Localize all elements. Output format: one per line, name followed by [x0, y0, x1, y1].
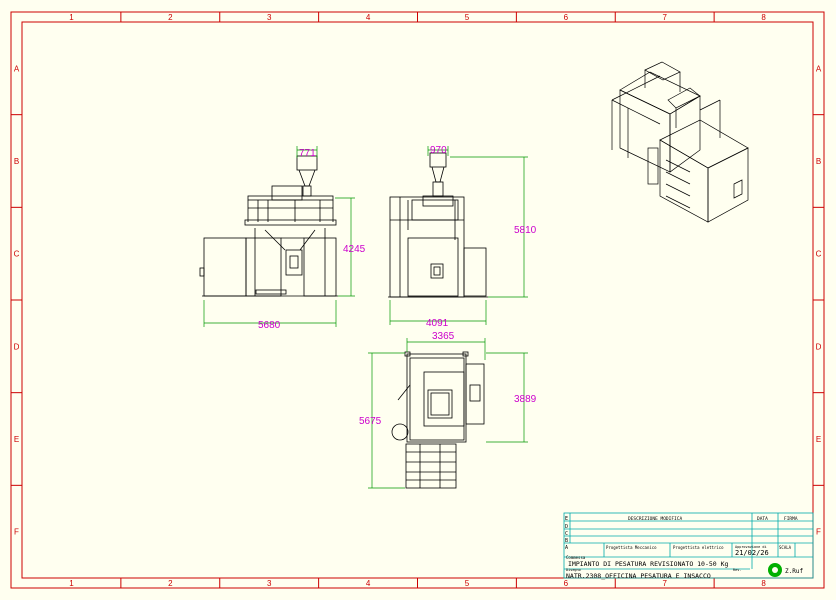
rev-letter-a: A	[565, 545, 568, 551]
side-dimensions	[389, 146, 528, 325]
title-block	[563, 512, 814, 579]
company-logo: Z.Ruf	[768, 563, 803, 577]
dim-front-width: 5680	[258, 320, 281, 331]
isometric-view	[611, 61, 749, 223]
grid-row-label-right: E	[816, 435, 821, 444]
grid-col-label-bottom: 8	[761, 579, 766, 588]
grid-col-label-bottom: 2	[168, 579, 173, 588]
label-scale: SCALA	[779, 545, 792, 550]
grid-col-label-top: 6	[564, 13, 569, 22]
grid-row-label-left: F	[14, 528, 19, 537]
dim-top-height-right: 3889	[514, 394, 537, 405]
grid-col-label-top: 7	[662, 13, 667, 22]
label-approval: Approvazione di	[735, 545, 767, 549]
label-client: Commessa	[566, 555, 586, 560]
label-electrical: Progettista elettrico	[673, 545, 724, 550]
dim-front-hopper: 771	[299, 148, 316, 159]
header-date: DATA	[757, 516, 768, 522]
logo-text: Z.Ruf	[785, 568, 803, 575]
grid-col-label-top: 8	[761, 13, 766, 22]
dim-front-height: 4245	[343, 244, 366, 255]
dim-side-width: 4091	[426, 318, 449, 329]
label-rev: Rev.	[733, 568, 741, 572]
drawing-number: NATR.2308_OFFICINA PESATURA E INSACCO	[566, 572, 711, 580]
grid-row-label-left: C	[14, 250, 20, 259]
front-dimensions	[203, 146, 355, 327]
grid-row-label-right: F	[816, 528, 821, 537]
grid-row-label-left: A	[14, 64, 20, 73]
grid-ticks	[11, 12, 824, 588]
header-description: DESCRIZIONE MODIFICA	[628, 516, 682, 522]
grid-col-label-top: 1	[69, 13, 74, 22]
dim-top-height-left: 5675	[359, 416, 382, 427]
grid-col-label-bottom: 1	[69, 579, 74, 588]
header-sign: FIRMA	[784, 516, 798, 522]
rev-letter-b: B	[565, 538, 568, 544]
top-view	[391, 351, 485, 489]
grid-row-label-left: E	[14, 435, 19, 444]
grid-row-label-left: B	[14, 157, 19, 166]
grid-col-label-bottom: 6	[564, 579, 569, 588]
revision-letters: E D C B A	[565, 516, 568, 551]
grid-row-label-right: A	[816, 64, 822, 73]
grid-col-label-bottom: 7	[662, 579, 667, 588]
rev-letter-c: C	[565, 531, 568, 537]
rev-letter-e: E	[565, 516, 568, 522]
grid-row-label-right: B	[816, 157, 821, 166]
top-dimensions	[368, 338, 528, 489]
sheet-border	[10, 11, 825, 589]
grid-col-label-bottom: 3	[267, 579, 272, 588]
drawing-date: 21/02/26	[735, 549, 769, 557]
front-view	[199, 155, 338, 297]
side-view	[388, 152, 488, 298]
grid-row-label-right: C	[816, 250, 822, 259]
label-drawing: Disegno	[566, 568, 581, 572]
grid-col-label-bottom: 4	[366, 579, 371, 588]
grid-col-label-bottom: 5	[465, 579, 470, 588]
dim-top-width: 3365	[432, 331, 455, 342]
grid-col-label-top: 5	[465, 13, 470, 22]
grid-col-label-top: 4	[366, 13, 371, 22]
rev-letter-d: D	[565, 524, 568, 530]
drawing-title: IMPIANTO DI PESATURA REVISIONATO 10-50 K…	[568, 560, 729, 568]
grid-col-label-top: 2	[168, 13, 173, 22]
dim-side-height: 5810	[514, 225, 537, 236]
grid-col-label-top: 3	[267, 13, 272, 22]
grid-row-label-left: D	[14, 342, 20, 351]
dim-side-hopper: 970	[430, 145, 447, 156]
grid-row-label-right: D	[816, 342, 822, 351]
label-designer: Progettista Meccanico	[606, 545, 657, 550]
